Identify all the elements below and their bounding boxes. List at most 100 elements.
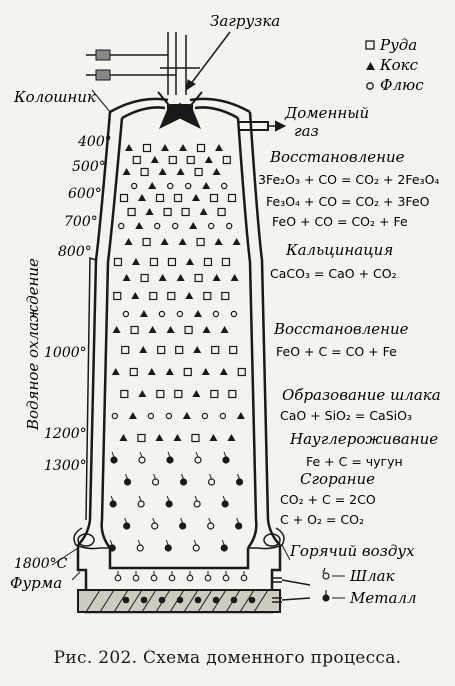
coke-particle bbox=[199, 208, 208, 215]
flux-particle bbox=[184, 182, 192, 190]
metal-droplet bbox=[176, 596, 184, 604]
coke-particle bbox=[212, 274, 221, 281]
ore-particle bbox=[149, 257, 159, 267]
zone-carburization-title: Науглероживание bbox=[289, 430, 438, 448]
droplet-tail bbox=[236, 517, 240, 524]
slag-droplet bbox=[136, 544, 144, 552]
slag-droplet bbox=[207, 478, 216, 486]
coke-particle bbox=[219, 368, 228, 375]
droplet-tail bbox=[222, 495, 226, 502]
flux-particle bbox=[130, 182, 138, 190]
temp-800: 800° bbox=[58, 244, 92, 260]
flux-particle bbox=[176, 310, 184, 318]
coke-particle bbox=[212, 168, 221, 175]
droplet-tail bbox=[139, 451, 143, 458]
ore-particle bbox=[156, 389, 165, 399]
ore-particle bbox=[149, 291, 158, 301]
coke-particle bbox=[122, 168, 131, 175]
metal-droplet bbox=[179, 522, 187, 530]
coke-particle bbox=[182, 412, 191, 419]
metal-droplet bbox=[165, 500, 173, 508]
ore-particle bbox=[132, 155, 141, 165]
coke-particle bbox=[185, 292, 194, 299]
zone-reduction2: Восстановление FeO + C = CO + Fe bbox=[273, 320, 409, 359]
coke-particle bbox=[150, 156, 159, 163]
metal-droplet bbox=[235, 478, 244, 486]
ore-particle bbox=[121, 345, 130, 355]
ore-particle bbox=[228, 389, 237, 399]
metal-droplet bbox=[179, 478, 188, 486]
slag-droplet bbox=[186, 574, 194, 582]
coke-particle bbox=[122, 274, 131, 281]
droplet-tail bbox=[152, 517, 156, 524]
slag-droplet bbox=[194, 456, 202, 464]
coke-particle bbox=[158, 274, 167, 281]
coke-particle bbox=[202, 182, 211, 189]
temp-400: 400° bbox=[77, 134, 112, 150]
temp-1200: 1200° bbox=[44, 426, 87, 442]
droplet-tail bbox=[167, 451, 171, 458]
ore-particle bbox=[163, 207, 172, 217]
tuyere-right bbox=[248, 527, 285, 550]
metal-droplet bbox=[212, 596, 220, 604]
zone-combustion-title: Сгорание bbox=[300, 470, 375, 488]
droplet-tail bbox=[180, 517, 184, 524]
metal-droplet bbox=[235, 522, 243, 530]
ore-particle bbox=[127, 207, 136, 217]
charging-mechanism bbox=[86, 32, 203, 130]
zone-reduction1: Восстановление 3Fe₂O₃ + CO = CO₂ + 2Fe₃O… bbox=[258, 148, 439, 229]
metal-droplet bbox=[140, 596, 148, 604]
slag-droplet bbox=[240, 574, 248, 582]
coke-particle bbox=[166, 326, 175, 333]
legend-metal: Металл bbox=[349, 589, 417, 607]
ore-particle bbox=[174, 389, 183, 399]
zone-combustion-eq1: CO₂ + C = 2CO bbox=[280, 492, 376, 507]
coke-particle bbox=[176, 168, 185, 175]
metal-droplet bbox=[220, 544, 228, 552]
coke-particle bbox=[202, 326, 211, 333]
flux-particle bbox=[153, 222, 161, 230]
droplet-tail bbox=[111, 451, 115, 458]
coke-particle bbox=[145, 208, 154, 215]
metal-droplet bbox=[166, 456, 174, 464]
metal-droplet bbox=[222, 456, 230, 464]
label-top: Колошник bbox=[13, 88, 96, 106]
legend-bottom: Шлак Металл bbox=[322, 567, 417, 607]
label-water-cooling: Водяное охлаждение bbox=[24, 258, 42, 431]
ore-particle bbox=[237, 367, 246, 377]
coke-particle bbox=[160, 238, 169, 245]
metal-droplet bbox=[108, 544, 116, 552]
coke-particle bbox=[131, 292, 140, 299]
ore-particle bbox=[203, 291, 212, 301]
coke-particle bbox=[173, 434, 182, 441]
coke-particle bbox=[148, 182, 157, 189]
ore-particle bbox=[129, 367, 138, 377]
coke-particle bbox=[176, 274, 185, 281]
ore-particle bbox=[229, 345, 238, 355]
slag-icon bbox=[322, 567, 330, 580]
ore-particle bbox=[186, 155, 195, 165]
zone-combustion: Сгорание CO₂ + C = 2CO C + O₂ = CO₂ bbox=[280, 470, 376, 527]
flux-particle bbox=[117, 222, 125, 230]
ore-particle bbox=[142, 143, 152, 153]
coke-particle bbox=[128, 412, 137, 419]
coke-particle bbox=[220, 326, 229, 333]
ore-particle bbox=[167, 291, 176, 301]
coke-particle bbox=[131, 258, 140, 265]
flux-particle bbox=[147, 412, 155, 420]
zone-carburization: Науглероживание Fe + C = чугун bbox=[289, 430, 438, 469]
droplet-tail bbox=[138, 495, 142, 502]
flux-particle bbox=[158, 310, 166, 318]
coke-particle bbox=[138, 390, 147, 397]
coke-particle bbox=[192, 390, 201, 397]
coke-particle bbox=[178, 238, 187, 245]
legend-flux-icon bbox=[366, 82, 374, 90]
furnace-shell bbox=[76, 97, 282, 614]
temp-1800: 1800°С bbox=[14, 556, 68, 572]
coke-particle bbox=[193, 346, 202, 353]
zone-reduction2-title: Восстановление bbox=[273, 320, 409, 338]
ore-particle bbox=[140, 167, 149, 177]
temp-1000: 1000° bbox=[44, 345, 87, 361]
legend-coke-icon bbox=[366, 62, 375, 70]
